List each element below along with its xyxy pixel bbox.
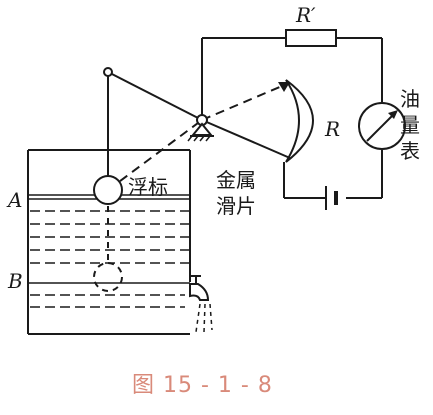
oil-dashed-lines (30, 210, 190, 308)
fixed-resistor-label: R′ (295, 3, 316, 27)
fuel-meter (358, 102, 406, 150)
pivot-icon (187, 114, 214, 142)
float-alternate-icon (93, 262, 123, 292)
slider-label-2: 滑片 (216, 194, 256, 218)
slider-label-1: 金属 (216, 168, 256, 192)
meter-label-2: 量 (400, 113, 420, 137)
variable-resistor-label: R (324, 117, 340, 141)
float-label: 浮标 (128, 175, 168, 199)
oil-tank (27, 149, 191, 335)
figure-caption: 图 15 - 1 - 8 (132, 373, 273, 398)
meter-label-3: 表 (400, 139, 420, 163)
drain-tap-icon (189, 275, 210, 301)
meter-label-1: 油 (400, 87, 420, 111)
fixed-resistor (285, 29, 337, 47)
lever-alternate-arrow-icon (278, 82, 290, 92)
level-a-label: A (6, 188, 22, 212)
lever-alternate-position (107, 85, 283, 191)
meter-needle-arrow-icon (388, 110, 398, 119)
level-b-label: B (7, 269, 23, 293)
lever-pin-icon (103, 67, 113, 77)
circuit-wires (201, 37, 383, 199)
variable-resistor (285, 79, 314, 163)
lever-arm (107, 71, 291, 176)
drain-flow (195, 303, 213, 333)
battery (325, 186, 338, 210)
float-icon (93, 175, 123, 205)
